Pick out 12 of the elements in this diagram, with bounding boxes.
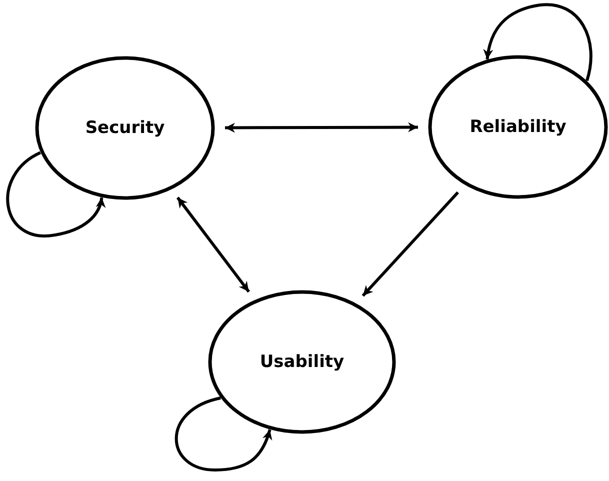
state-ellipse xyxy=(35,56,215,200)
state-label: Usability xyxy=(260,352,344,372)
state-label: Security xyxy=(85,118,165,138)
arrow xyxy=(225,122,418,133)
state-ellipse xyxy=(208,290,396,434)
state-label: Reliability xyxy=(470,117,566,137)
arrow xyxy=(176,196,250,293)
state-ellipse xyxy=(428,55,608,199)
arrow xyxy=(362,191,460,297)
arrow xyxy=(174,396,272,472)
arrow xyxy=(484,3,592,82)
arrow xyxy=(6,151,106,238)
